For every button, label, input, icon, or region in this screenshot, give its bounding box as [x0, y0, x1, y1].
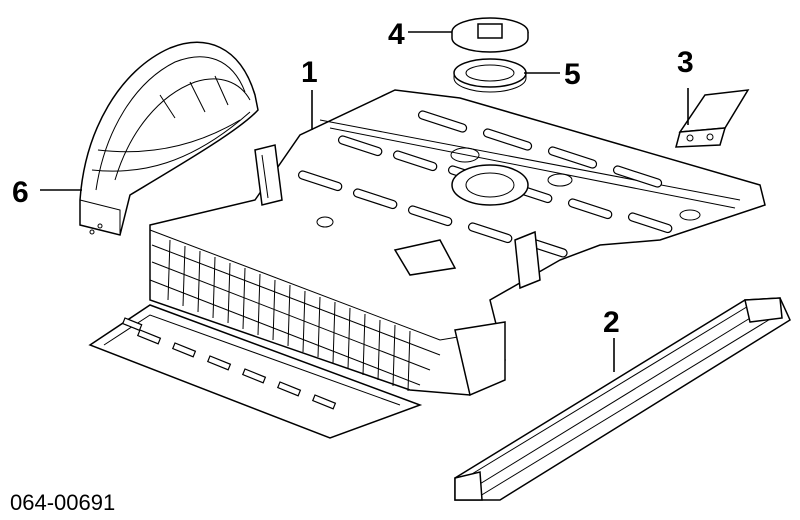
callout-5: 5: [564, 58, 581, 91]
part-6-wheelhouse: [79, 41, 259, 236]
part-3-bracket: [675, 89, 750, 148]
callout-4: 4: [388, 18, 405, 51]
callout-2: 2: [603, 306, 620, 339]
part-5-grommet: [453, 58, 527, 93]
lower-panel-slots: [121, 317, 337, 410]
part-1-floor-pan: [88, 89, 766, 439]
diagram-part-number: 064-00691: [10, 490, 115, 515]
part-2-rail: [454, 297, 791, 501]
floor-ribs: [167, 239, 411, 392]
callout-3: 3: [677, 46, 694, 79]
leader-lines: [40, 31, 689, 372]
callout-1: 1: [301, 56, 318, 89]
part-4-plug: [451, 17, 529, 53]
upper-panel-grooves: [297, 110, 741, 258]
callout-6: 6: [12, 176, 29, 209]
